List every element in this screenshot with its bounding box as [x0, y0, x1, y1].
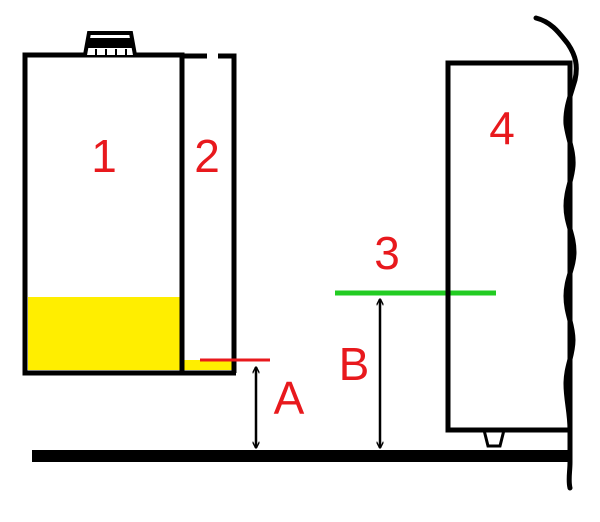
liquid-fill-tube-base	[180, 360, 232, 370]
label-height-a: A	[274, 372, 305, 424]
wall-edge	[533, 15, 579, 491]
container-cap	[83, 31, 137, 56]
wall-unit-4	[445, 60, 573, 433]
floor	[32, 450, 572, 462]
unit-4-fitting	[482, 429, 506, 448]
liquid-fill	[28, 297, 180, 370]
label-wall-unit-4: 4	[489, 102, 515, 154]
label-tube-2: 2	[194, 130, 220, 182]
label-container-1: 1	[91, 130, 117, 182]
label-height-b: B	[339, 338, 370, 390]
tube-2-top-gap	[207, 52, 218, 60]
label-level-3: 3	[374, 227, 400, 279]
tube-2-outline	[182, 53, 237, 373]
